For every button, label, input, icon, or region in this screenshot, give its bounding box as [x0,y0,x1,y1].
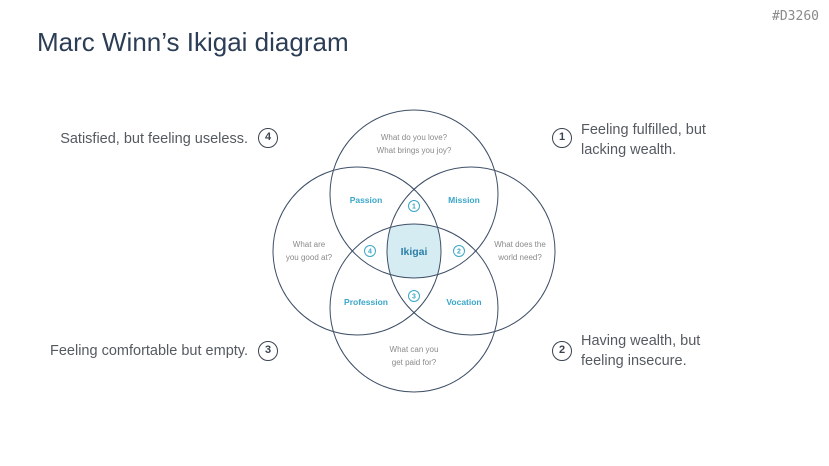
circle-paid-for [329,223,499,393]
question-love-1: What do you love? [381,133,448,142]
circle-world-need [386,166,556,336]
marker-3: 3 [408,290,420,302]
note-1-badge: 1 [552,128,572,148]
note-4-text: Satisfied, but feeling useless. [60,131,248,147]
note-4-badge: 4 [258,128,278,148]
note-1-line-1: Feeling fulfilled, but [581,122,706,138]
note-2-line-2: feeling insecure. [581,353,687,369]
note-2: Having wealth, but feeling insecure. [581,331,700,371]
svg-text:3: 3 [412,294,416,301]
circle-good-at [272,166,442,336]
page-title: Marc Winn’s Ikigai diagram [37,27,349,57]
note-1: Feeling fulfilled, but lacking wealth. [581,120,706,160]
note-2-badge: 2 [552,341,572,361]
question-paid-for-1: What can you [390,345,439,354]
label-passion: Passion [350,195,383,205]
note-3-text: Feeling comfortable but empty. [50,343,248,359]
marker-1: 1 [408,200,420,212]
question-world-need-2: world need? [497,253,542,262]
svg-text:2: 2 [457,249,461,256]
note-3: Feeling comfortable but empty. [50,341,248,361]
marker-4: 4 [364,245,376,257]
note-4: Satisfied, but feeling useless. [60,129,248,149]
question-love-2: What brings you joy? [377,146,452,155]
slide-code: #D3260 [772,9,819,24]
note-3-badge: 3 [258,341,278,361]
question-good-at-1: What are [293,240,326,249]
question-world-need-1: What does the [494,240,546,249]
note-2-line-1: Having wealth, but [581,333,701,349]
svg-text:1: 1 [412,204,416,211]
marker-2: 2 [453,245,465,257]
label-mission: Mission [448,195,480,205]
circle-love [329,109,499,279]
label-ikigai: Ikigai [401,246,428,258]
note-1-line-2: lacking wealth. [581,142,677,158]
question-good-at-2: you good at? [286,253,333,262]
label-profession: Profession [344,297,388,307]
svg-text:4: 4 [368,249,372,256]
question-paid-for-2: get paid for? [392,358,437,367]
label-vocation: Vocation [446,297,481,307]
